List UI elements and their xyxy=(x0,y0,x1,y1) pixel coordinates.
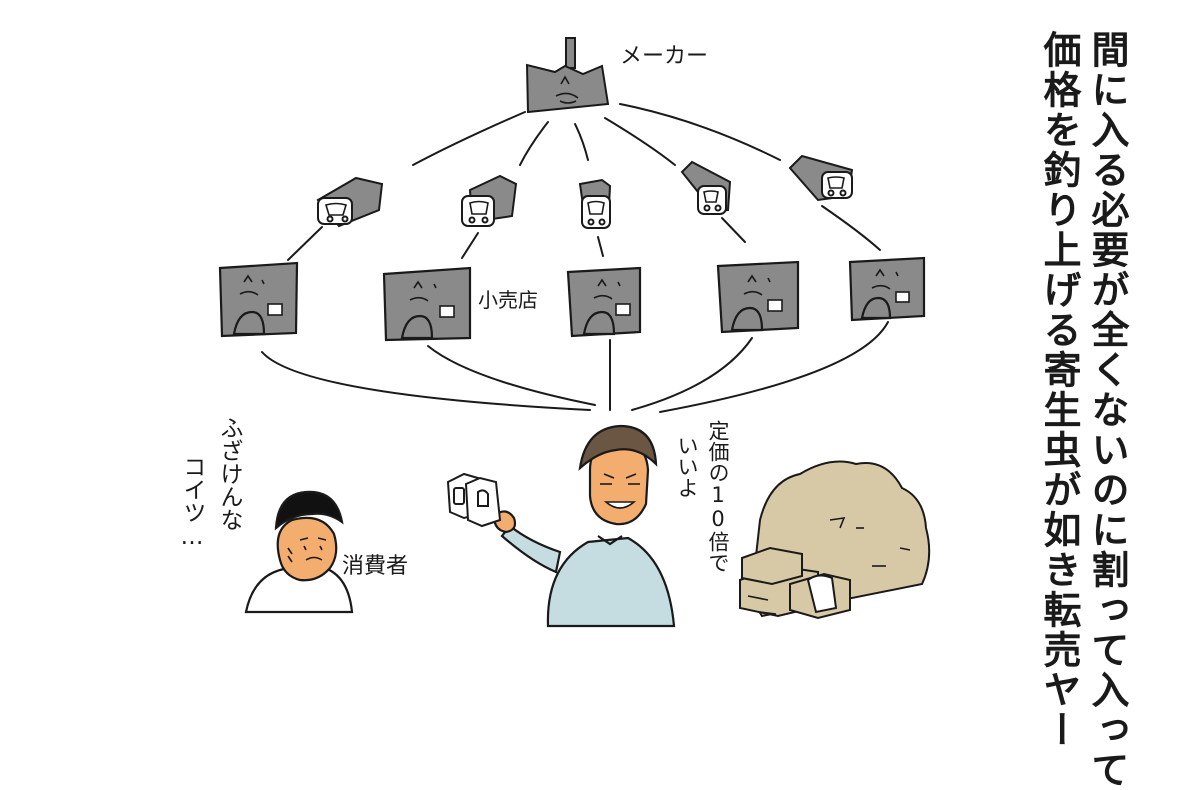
retail-store xyxy=(218,261,299,338)
held-product-boxes xyxy=(446,472,502,528)
connection-line xyxy=(604,117,676,166)
truck xyxy=(461,174,518,227)
connection-line xyxy=(519,121,549,166)
caption-line-2: 価格を釣り上げる寄生虫が如き転売ヤー xyxy=(1037,30,1081,750)
illustration xyxy=(218,37,931,628)
connection-line xyxy=(261,351,591,411)
consumer-figure xyxy=(244,490,354,614)
connection-line xyxy=(427,345,596,406)
connection-line xyxy=(574,123,589,161)
consumer-speech-line-2: コイツ… xyxy=(179,455,205,550)
connection-line xyxy=(821,205,881,251)
retail-store-label: 小売店 xyxy=(478,288,538,312)
consumer-speech-line-1: ふざけんな xyxy=(216,416,242,531)
connection-line xyxy=(721,217,746,243)
truck xyxy=(788,154,854,202)
retail-store xyxy=(716,260,800,334)
truck xyxy=(578,178,612,229)
connection-line xyxy=(287,226,323,261)
connection-line xyxy=(597,236,604,257)
retail-store xyxy=(566,266,642,338)
reseller-speech-line-1: 定価の10倍で xyxy=(706,420,730,573)
truck xyxy=(680,160,732,215)
maker-factory xyxy=(525,37,610,114)
reseller-figure xyxy=(492,424,676,628)
hoarded-boxes-pile xyxy=(739,460,931,620)
connection-line xyxy=(461,232,479,259)
retail-store xyxy=(848,256,926,322)
retail-store xyxy=(382,266,472,342)
connection-line xyxy=(631,337,753,411)
connection-line xyxy=(619,103,781,161)
connection-line xyxy=(659,321,889,413)
reseller-speech-line-2: いいよ xyxy=(675,435,699,498)
connection-line xyxy=(412,111,526,166)
truck xyxy=(316,176,384,228)
consumer-label: 消費者 xyxy=(342,554,409,579)
caption-line-1: 間に入る必要が全くないのに割って入って xyxy=(1085,30,1129,790)
maker-label: メーカー xyxy=(620,44,709,69)
